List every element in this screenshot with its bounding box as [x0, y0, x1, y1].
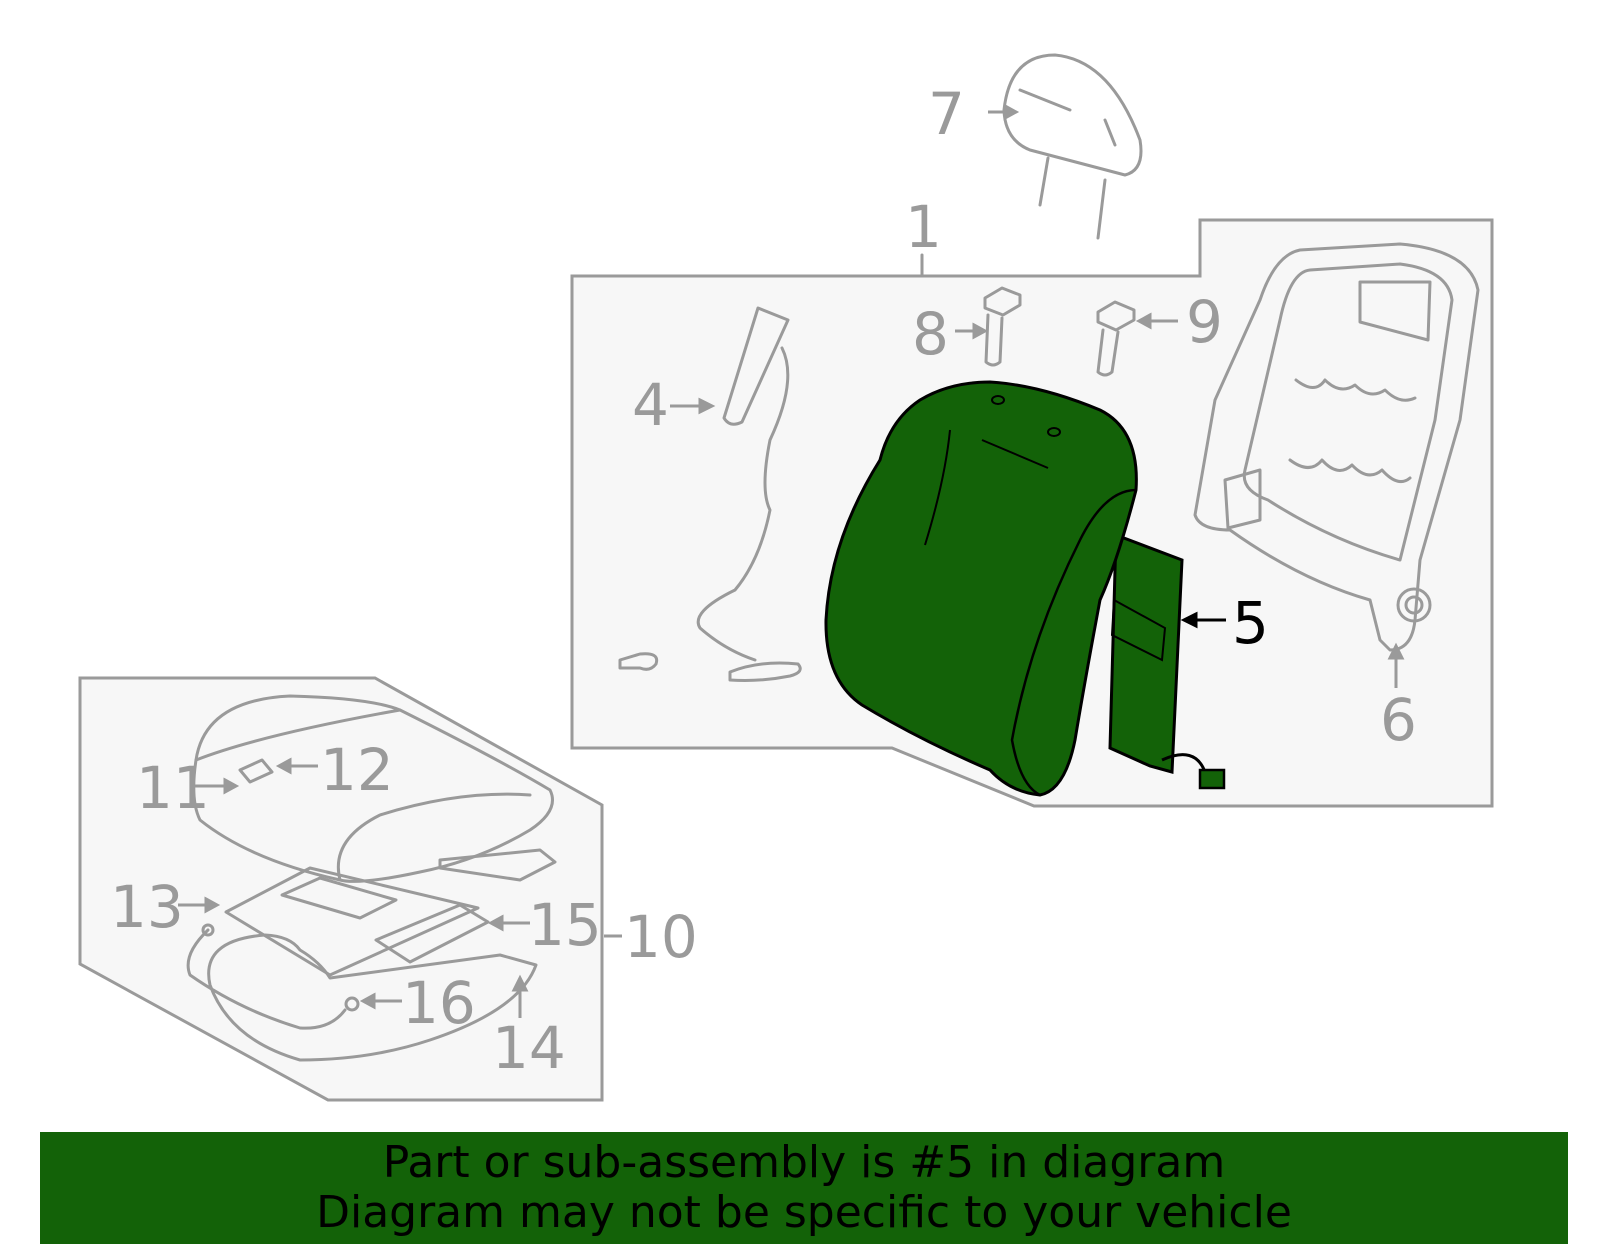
seat-frame-part	[1193, 242, 1480, 652]
callout-6: 6	[1380, 686, 1417, 754]
callout-4: 4	[632, 371, 669, 439]
heater-element-part	[224, 866, 480, 977]
callout-10: 10	[624, 903, 698, 971]
banner-line-1: Part or sub-assembly is #5 in diagram	[382, 1137, 1226, 1188]
banner-line-2: Diagram may not be specific to your vehi…	[316, 1187, 1292, 1238]
guide-8-part	[983, 286, 1022, 367]
callout-13: 13	[110, 873, 184, 941]
callout-15: 15	[528, 891, 602, 959]
callout-1: 1	[905, 193, 942, 261]
seat-cushion-part	[192, 694, 557, 883]
headrest-part	[1002, 53, 1143, 240]
info-banner: Part or sub-assembly is #5 in diagram Di…	[40, 1132, 1568, 1244]
heater-element-15-part	[374, 903, 490, 964]
callout-arrow-5	[1180, 611, 1226, 629]
cushion-assembly-frame	[78, 676, 604, 1102]
callout-7: 7	[928, 80, 965, 148]
guide-9-part	[1096, 300, 1136, 377]
callout-8: 8	[912, 300, 949, 368]
callout-5: 5	[1232, 589, 1269, 657]
callout-9: 9	[1186, 288, 1223, 356]
heater-harness-part	[186, 923, 360, 1030]
airbag-harness-part	[618, 306, 802, 682]
seatback-pad-part-5	[824, 380, 1226, 797]
callout-arrows	[178, 103, 1405, 1018]
callout-14: 14	[492, 1014, 566, 1082]
parts-diagram: 1 4 5 6 7 8 9 10 11 12 13 14 15 16	[78, 53, 1494, 1102]
callout-12: 12	[320, 736, 394, 804]
callout-11: 11	[136, 754, 210, 822]
callout-16: 16	[402, 969, 476, 1037]
